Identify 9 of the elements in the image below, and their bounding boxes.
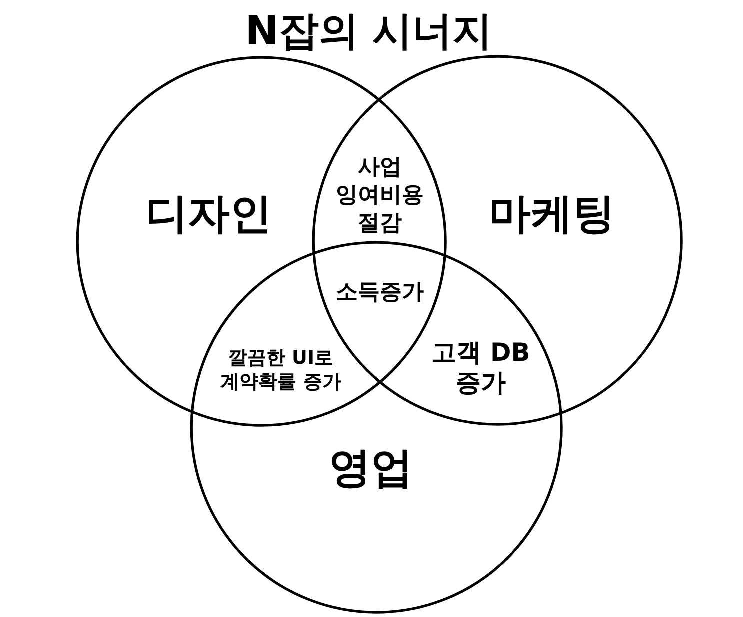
circle-title: 마케팅 [488, 188, 615, 240]
diagram-title: N잡의 시너지 [245, 8, 493, 56]
overlap-label: 고객 DB 증가 [430, 338, 532, 398]
overlap-label: 사업 잉여비용 절감 [335, 154, 425, 238]
overlap-label: 소득증가 [335, 279, 425, 307]
overlap-label: 깔끔한 UI로 계약확률 증가 [220, 346, 342, 394]
circle-title: 영업 [328, 442, 413, 494]
venn-circle [189, 240, 565, 616]
circle-title: 디자인 [146, 188, 272, 240]
